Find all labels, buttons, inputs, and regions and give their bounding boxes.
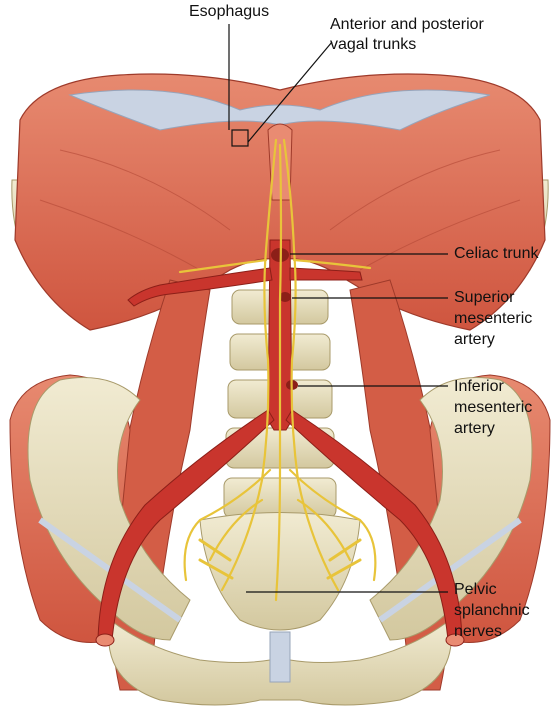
nerves bbox=[178, 138, 377, 602]
label-sma-line3: artery bbox=[454, 331, 495, 348]
vagal-bracket bbox=[231, 129, 249, 147]
label-vagal-line1: Anterior and posterior bbox=[330, 16, 484, 33]
label-ima-line3: artery bbox=[454, 420, 495, 437]
label-pelvic-line2: splanchnic bbox=[454, 602, 530, 619]
label-sma-line1: Superior bbox=[454, 289, 515, 306]
leader-lines bbox=[228, 24, 448, 593]
pelvis bbox=[27, 377, 533, 706]
label-ima-line2: mesenteric bbox=[454, 399, 533, 416]
arteries bbox=[95, 239, 465, 647]
label-esophagus: Esophagus bbox=[189, 3, 270, 20]
label-pelvic-line1: Pelvic bbox=[454, 581, 497, 598]
label-sma-line2: mesenteric bbox=[454, 310, 533, 327]
label-ima-line1: Inferior bbox=[454, 378, 504, 395]
label-vagal-line2: vagal trunks bbox=[330, 36, 417, 53]
label-pelvic-line3: nerves bbox=[454, 623, 503, 640]
label-celiac-trunk: Celiac trunk bbox=[454, 245, 539, 262]
vagal-leader bbox=[247, 41, 333, 143]
